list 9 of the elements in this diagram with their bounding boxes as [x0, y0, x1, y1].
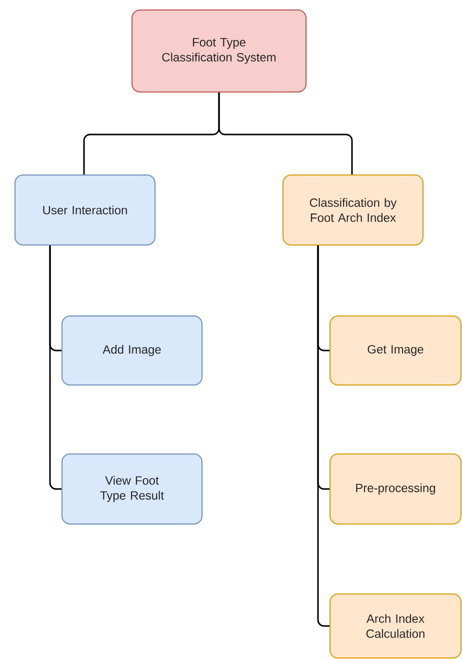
task-box: Arch Index Calculation [330, 594, 462, 658]
task-box: Add Image [62, 316, 202, 386]
task-box: Pre-processing [330, 454, 462, 524]
title-box: Foot Type Classification System [132, 10, 306, 92]
task-box: Get Image [330, 316, 462, 386]
connector [218, 92, 353, 174]
category-box: User Interaction [14, 174, 156, 246]
task-box: View Foot Type Result [62, 454, 202, 524]
category-box: Classification by Foot Arch Index [282, 174, 424, 246]
